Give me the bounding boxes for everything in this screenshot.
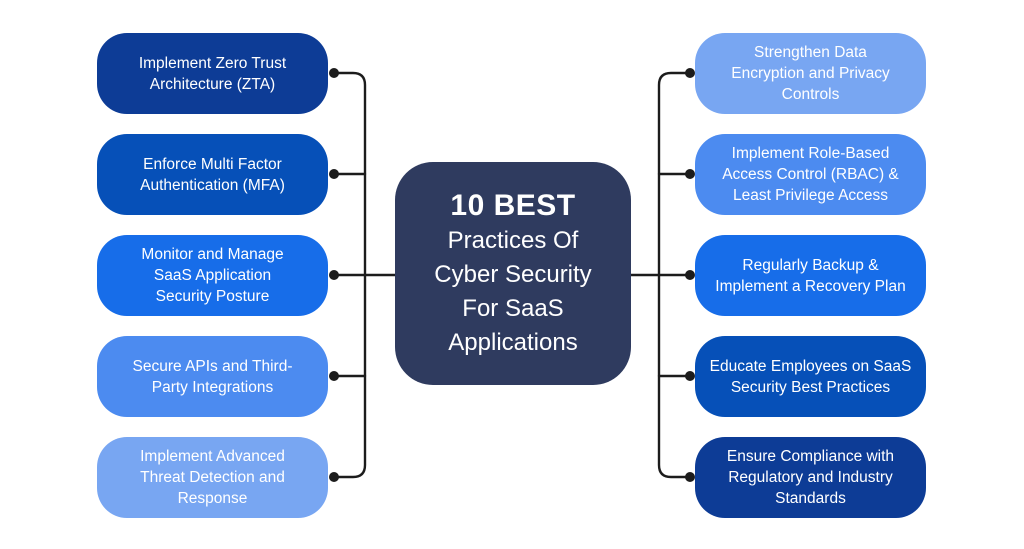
practice-label: Implement Advanced Threat Detection and … [140, 448, 285, 507]
diagram-heading: 10 BEST [450, 188, 576, 222]
practice-box-mfa: Enforce Multi Factor Authentication (MFA… [97, 134, 328, 215]
practice-box-compliance: Ensure Compliance with Regulatory and In… [695, 437, 926, 518]
connector-right-spine [657, 71, 693, 479]
anchor-dot [329, 472, 339, 482]
anchor-dot [329, 169, 339, 179]
anchor-dot [685, 472, 695, 482]
practice-label: Regularly Backup & Implement a Recovery … [715, 256, 906, 295]
practice-label: Monitor and Manage SaaS Application Secu… [141, 246, 284, 305]
practice-label: Implement Role-Based Access Control (RBA… [722, 145, 899, 204]
practice-box-threat-detection: Implement Advanced Threat Detection and … [97, 437, 328, 518]
anchor-dot [329, 270, 339, 280]
practice-label: Strengthen Data Encryption and Privacy C… [731, 44, 890, 103]
practice-box-security-posture: Monitor and Manage SaaS Application Secu… [97, 235, 328, 316]
diagram-subtitle: Practices Of Cyber Security For SaaS App… [434, 226, 592, 356]
anchor-dot [685, 270, 695, 280]
practice-label: Secure APIs and Third- Party Integration… [132, 357, 293, 396]
anchor-dot [329, 68, 339, 78]
practice-box-educate-employees: Educate Employees on SaaS Security Best … [695, 336, 926, 417]
connector-left-spine [331, 71, 367, 479]
practice-label: Implement Zero Trust Architecture (ZTA) [138, 54, 287, 93]
practice-label: Educate Employees on SaaS Security Best … [709, 357, 912, 396]
anchor-dot [685, 169, 695, 179]
practice-box-backup-recovery: Regularly Backup & Implement a Recovery … [695, 235, 926, 316]
practice-box-data-encryption: Strengthen Data Encryption and Privacy C… [695, 33, 926, 114]
anchor-dot [685, 371, 695, 381]
practice-box-zero-trust: Implement Zero Trust Architecture (ZTA) [97, 33, 328, 114]
practice-box-secure-apis: Secure APIs and Third- Party Integration… [97, 336, 328, 417]
center-title-box: 10 BEST Practices Of Cyber Security For … [395, 162, 631, 385]
practice-label: Enforce Multi Factor Authentication (MFA… [140, 155, 285, 194]
practice-label: Ensure Compliance with Regulatory and In… [726, 448, 895, 507]
anchor-dot [685, 68, 695, 78]
practice-box-rbac: Implement Role-Based Access Control (RBA… [695, 134, 926, 215]
anchor-dot [329, 371, 339, 381]
